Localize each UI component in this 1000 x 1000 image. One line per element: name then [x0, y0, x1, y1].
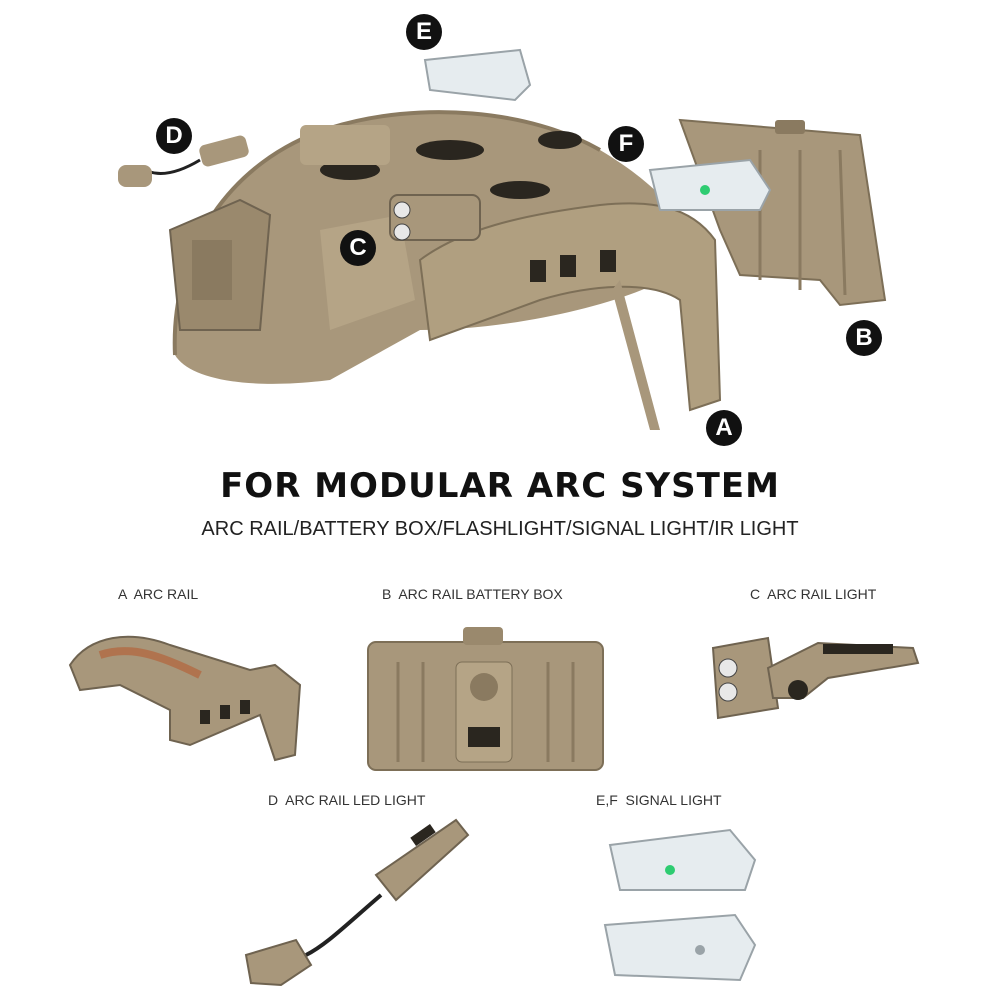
part-label-led-light: D ARC RAIL LED LIGHT — [268, 792, 426, 808]
battery-box-image — [367, 627, 604, 771]
callout-a-badge: A — [706, 410, 742, 446]
led-light-image — [244, 818, 470, 987]
callout-b-badge: B — [846, 320, 882, 356]
callout-e-badge: E — [406, 14, 442, 50]
page-title: FOR MODULAR ARC SYSTEM — [220, 466, 780, 506]
page-subtitle: ARC RAIL/BATTERY BOX/FLASHLIGHT/SIGNAL L… — [201, 518, 799, 540]
helmet-hero-image — [118, 48, 887, 430]
part-label-arc-rail-light: C ARC RAIL LIGHT — [750, 586, 877, 602]
callout-f-badge: F — [608, 126, 644, 162]
part-label-arc-rail: A ARC RAIL — [118, 586, 199, 602]
arc-rail-image — [68, 635, 302, 762]
callout-c-badge: C — [340, 230, 376, 266]
arc-rail-light-image — [711, 636, 920, 720]
callout-d-badge: D — [156, 118, 192, 154]
part-label-signal-lights: E,F SIGNAL LIGHT — [596, 792, 722, 808]
signal-lights-image — [603, 828, 757, 982]
part-label-battery-box: B ARC RAIL BATTERY BOX — [382, 586, 563, 602]
